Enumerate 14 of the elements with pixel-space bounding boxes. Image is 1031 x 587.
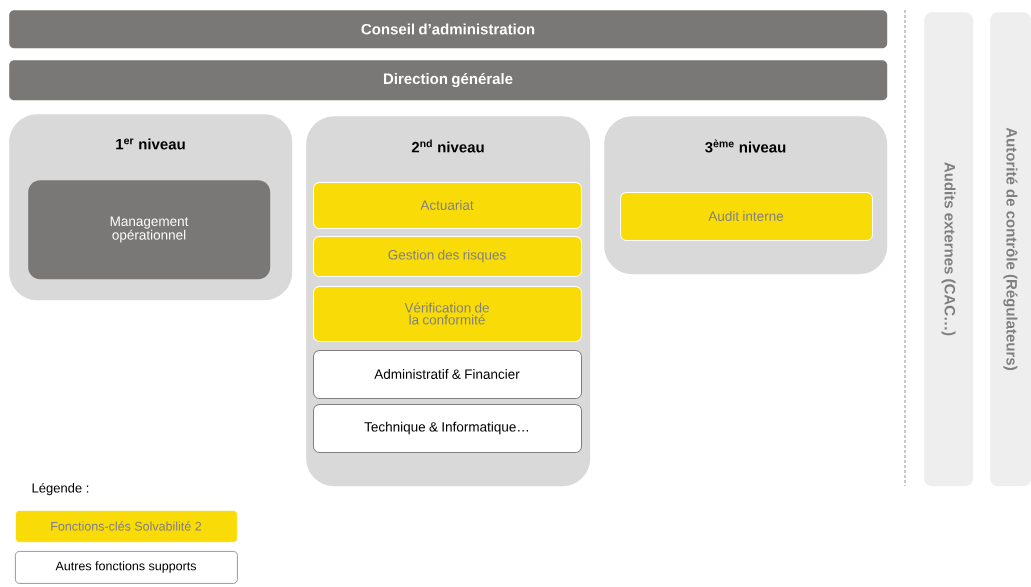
title-bar: Direction générale: [9, 60, 888, 101]
legend-item: Fonctions-clés Solvabilité 2: [15, 510, 238, 543]
function-box: Administratif & Financier: [313, 350, 582, 399]
legend-item: Autres fonctions supports: [15, 551, 238, 584]
function-box: Management opérationnel: [28, 180, 271, 280]
authority-panel: Audits externes (CAC…): [924, 12, 974, 487]
function-box: Audit interne: [620, 192, 873, 241]
authority-panel: Autorité de contrôle (Régulateurs): [990, 12, 1031, 487]
legend-heading: Légende :: [32, 482, 89, 496]
function-box: Actuariat: [313, 182, 582, 229]
title-bar: Conseil d’administration: [9, 10, 888, 49]
function-box: Vérification de la conformité: [313, 286, 582, 342]
function-box: Gestion des risques: [313, 236, 582, 277]
function-box: Technique & Informatique…: [313, 404, 582, 453]
